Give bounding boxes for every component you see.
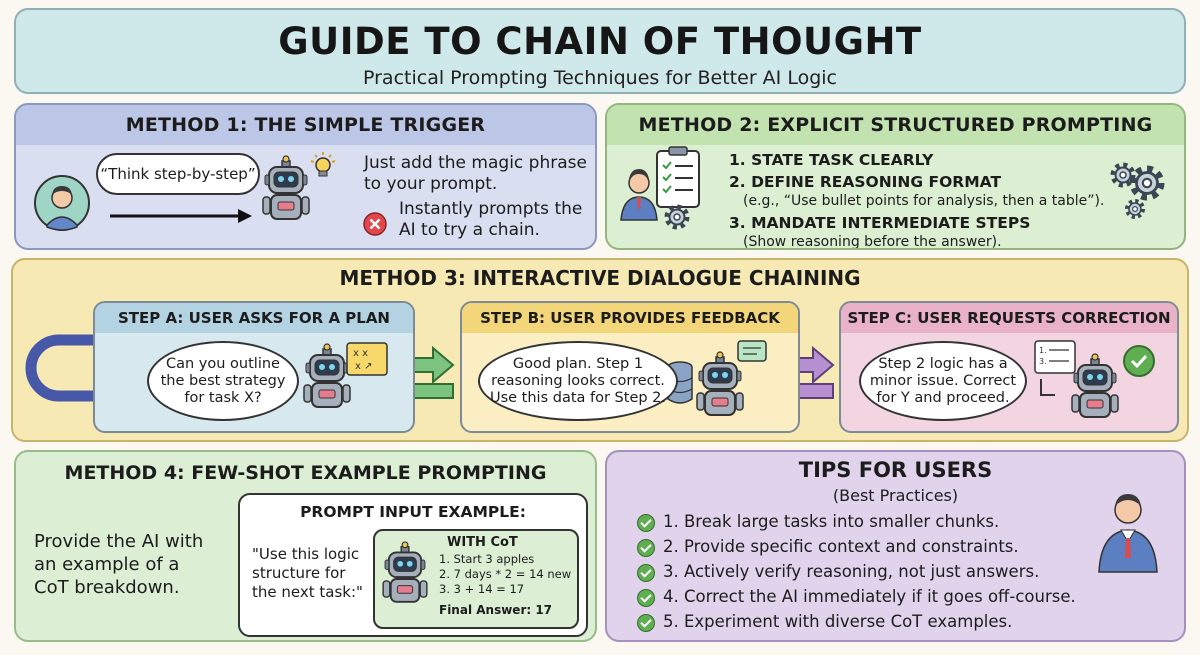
tip-item: 4. Correct the AI immediately if it goes… bbox=[663, 587, 1076, 606]
method1-title: METHOD 1: THE SIMPLE TRIGGER bbox=[16, 105, 595, 145]
gear-icon bbox=[667, 207, 687, 227]
method1-panel: METHOD 1: THE SIMPLE TRIGGER “Think step… bbox=[14, 103, 597, 250]
method3-panel: METHOD 3: INTERACTIVE DIALOGUE CHAINING … bbox=[11, 258, 1189, 442]
method1-illustration bbox=[34, 152, 387, 236]
step-b-speech-bubble: Good plan. Step 1 reasoning looks correc… bbox=[478, 341, 678, 421]
method2-illustration bbox=[620, 146, 1185, 250]
method4-description: Provide the AI with an example of a CoT … bbox=[34, 531, 204, 598]
lightbulb-icon bbox=[310, 152, 336, 177]
arrow-icon bbox=[1040, 379, 1055, 396]
prompt-example-card: PROMPT INPUT EXAMPLE: "Use this logic st… bbox=[238, 493, 588, 637]
step-a-title: STEP A: USER ASKS FOR A PLAN bbox=[95, 303, 413, 333]
step-b-title: STEP B: USER PROVIDES FEEDBACK bbox=[462, 303, 798, 333]
tip-item: 1. Break large tasks into smaller chunks… bbox=[663, 512, 1000, 531]
step-a-card: STEP A: USER ASKS FOR A PLAN x x x ↗ Can… bbox=[93, 301, 415, 433]
method4-title: METHOD 4: FEW-SHOT EXAMPLE PROMPTING bbox=[64, 462, 547, 484]
svg-text:1.: 1. bbox=[1039, 346, 1047, 355]
prompt-example-title: PROMPT INPUT EXAMPLE: bbox=[300, 503, 526, 521]
svg-text:x x: x x bbox=[353, 348, 368, 359]
robot-icon bbox=[303, 343, 351, 408]
step-b-card: STEP B: USER PROVIDES FEEDBACK Good plan… bbox=[460, 301, 800, 433]
step-c-title: STEP C: USER REQUESTS CORRECTION bbox=[841, 303, 1177, 333]
page-subtitle: Practical Prompting Techniques for Bette… bbox=[363, 67, 837, 89]
cot-steps: 1. Start 3 apples 2. 7 days * 2 = 14 new… bbox=[439, 552, 572, 596]
chat-icon bbox=[737, 340, 767, 362]
gear-icon bbox=[1127, 201, 1143, 217]
method2-step2: 2. DEFINE REASONING FORMAT bbox=[729, 173, 1002, 191]
gear-icon bbox=[1133, 169, 1161, 197]
check-icon bbox=[637, 589, 655, 607]
robot-icon bbox=[262, 155, 310, 220]
method1-description: Just add the magic phrase to your prompt… bbox=[364, 153, 587, 194]
tip-item: 2. Provide specific context and constrai… bbox=[663, 537, 1019, 556]
businessman-icon bbox=[1098, 494, 1158, 573]
method1-note: Instantly prompts the AI to try a chain. bbox=[399, 199, 583, 240]
method2-panel: METHOD 2: EXPLICIT STRUCTURED PROMPTING … bbox=[605, 103, 1186, 250]
prompt-quote: "Use this logic structure for the next t… bbox=[252, 545, 363, 601]
arrow-right-icon bbox=[238, 209, 252, 223]
method2-title: METHOD 2: EXPLICIT STRUCTURED PROMPTING bbox=[607, 105, 1184, 145]
list-icon: 1. 3. bbox=[1034, 340, 1076, 374]
method2-step3-detail: (Show reasoning before the answer). bbox=[743, 234, 1002, 250]
check-icon bbox=[637, 564, 655, 582]
robot-icon bbox=[696, 351, 744, 416]
check-circle-icon bbox=[1123, 345, 1155, 377]
svg-text:3.: 3. bbox=[1039, 357, 1047, 366]
strategy-board-icon: x x x ↗ bbox=[346, 342, 388, 376]
method2-step2-detail: (e.g., “Use bullet points for analysis, … bbox=[743, 193, 1105, 209]
cot-title: WITH CoT bbox=[447, 535, 518, 550]
x-circle-icon bbox=[363, 212, 387, 236]
robot-icon bbox=[382, 541, 428, 603]
presenter-icon bbox=[620, 169, 658, 221]
cot-final-answer: Final Answer: 17 bbox=[439, 603, 553, 617]
method1-speech-bubble: “Think step-by-step” bbox=[96, 153, 260, 195]
method2-step1: 1. STATE TASK CLEARLY bbox=[729, 151, 934, 169]
check-icon bbox=[637, 614, 655, 632]
page-title: GUIDE TO CHAIN OF THOUGHT bbox=[278, 20, 922, 63]
cot-example-box: WITH CoT 1. Start 3 apples 2. 7 days * 2… bbox=[373, 529, 579, 629]
step-c-speech-bubble: Step 2 logic has a minor issue. Correct … bbox=[859, 341, 1027, 421]
tips-panel: TIPS FOR USERS (Best Practices) 1. Break… bbox=[605, 450, 1186, 642]
svg-text:x ↗: x ↗ bbox=[355, 361, 372, 372]
title-banner: GUIDE TO CHAIN OF THOUGHT Practical Prom… bbox=[14, 8, 1186, 94]
user-avatar-icon bbox=[34, 175, 90, 231]
tip-item: 3. Actively verify reasoning, not just a… bbox=[663, 562, 1040, 581]
tips-title: TIPS FOR USERS bbox=[798, 458, 993, 482]
check-icon bbox=[637, 514, 655, 532]
step-a-speech-bubble: Can you outline the best strategy for ta… bbox=[147, 341, 299, 421]
step-c-card: STEP C: USER REQUESTS CORRECTION 1. 3. S… bbox=[839, 301, 1179, 433]
check-icon bbox=[637, 539, 655, 557]
tips-subtitle: (Best Practices) bbox=[832, 486, 959, 505]
clipboard-checklist-icon bbox=[656, 146, 700, 208]
robot-icon bbox=[1071, 353, 1119, 418]
method2-step3: 3. MANDATE INTERMEDIATE STEPS bbox=[729, 214, 1031, 232]
tip-item: 5. Experiment with diverse CoT examples. bbox=[663, 612, 1013, 631]
method4-panel: METHOD 4: FEW-SHOT EXAMPLE PROMPTING Pro… bbox=[14, 450, 597, 642]
method3-title: METHOD 3: INTERACTIVE DIALOGUE CHAINING bbox=[339, 266, 861, 290]
